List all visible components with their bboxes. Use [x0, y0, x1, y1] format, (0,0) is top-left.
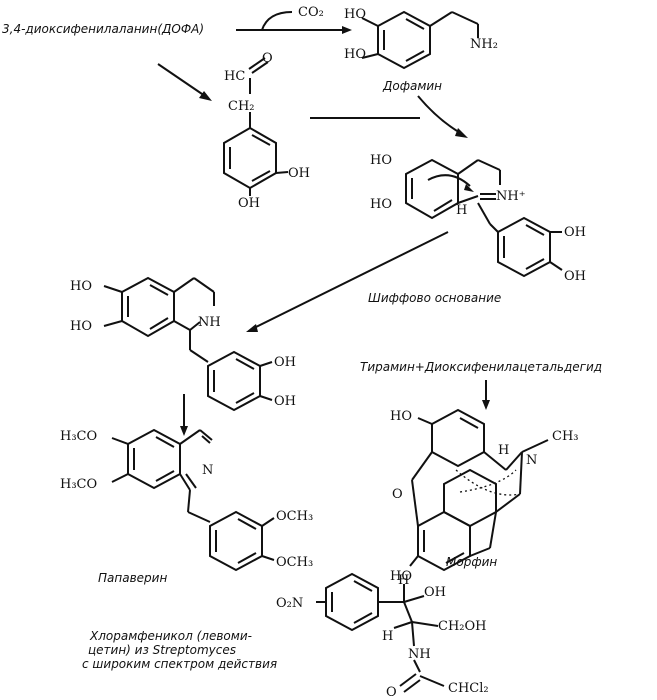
chloramphenicol-label-1: Хлорамфеникол (левоми- — [89, 629, 252, 643]
cyclization-arrow — [246, 231, 449, 332]
dopamine-structure — [361, 10, 479, 70]
chloramphenicol-o2n: O₂N — [276, 596, 303, 611]
thiq-ho-2: HO — [70, 319, 92, 334]
dopamine-nh2: NH₂ — [470, 37, 498, 52]
chloramphenicol-oh: OH — [424, 585, 446, 600]
schiff-ho-2: HO — [370, 197, 392, 212]
chloramphenicol-label-2: цетин) из Streptomyces — [88, 643, 236, 657]
methylation-arrow — [180, 394, 188, 436]
schiff-nh-plus: NH⁺ — [496, 189, 526, 204]
papaverine-och3-1: OCH₃ — [276, 509, 313, 524]
morphine-ho-2: HO — [390, 569, 412, 584]
thiq-oh-2: OH — [274, 394, 296, 409]
chloramphenicol-chcl2: CHCl₂ — [448, 681, 489, 696]
dopamine-label: Дофамин — [382, 79, 442, 93]
chloramphenicol-structure — [316, 572, 445, 693]
chloramphenicol-h-2: H — [382, 629, 393, 644]
condensation-arrow — [310, 95, 468, 138]
tyramine-label: Тирамин+Диоксифенилацетальдегид — [360, 360, 602, 374]
morphine-o: O — [392, 487, 403, 502]
chloramphenicol-ch2oh: CH₂OH — [438, 619, 487, 634]
papaverine-structure — [111, 428, 275, 572]
dopamine-ho-1: HO — [344, 7, 366, 22]
aldehyde-hc: HC — [224, 69, 245, 84]
morphine-structure — [409, 408, 549, 572]
aldehyde-arrow — [157, 63, 212, 101]
schiff-oh-2: OH — [564, 269, 586, 284]
papaverine-h3co-2: H₃CO — [60, 477, 97, 492]
dopamine-ho-2: HO — [344, 47, 366, 62]
papaverine-h3co-1: H₃CO — [60, 429, 97, 444]
schiff-oh-1: OH — [564, 225, 586, 240]
co2-label: CO₂ — [298, 5, 324, 20]
morphine-ho-1: HO — [390, 409, 412, 424]
chloramphenicol-nh: NH — [408, 647, 431, 662]
thiq-oh-1: OH — [274, 355, 296, 370]
aldehyde-ch2: CH₂ — [228, 99, 255, 114]
morphine-n: N — [526, 453, 537, 468]
chloramphenicol-o: O — [386, 685, 397, 700]
schiff-base-label: Шиффово основание — [368, 291, 501, 305]
dopa-label: 3,4-диоксифенилаланин(ДОФА) — [2, 22, 204, 36]
tetrahydroisoquinoline-structure — [103, 276, 273, 412]
schiff-ho-1: HO — [370, 153, 392, 168]
decarboxylation-arrow — [236, 11, 352, 34]
chloramphenicol-h-1: H — [398, 573, 409, 588]
morphine-ch3: CH₃ — [552, 429, 579, 444]
schiff-base-structure — [405, 158, 563, 278]
chloramphenicol-label-3: с широким спектром действия — [82, 657, 277, 671]
thiq-nh: NH — [198, 315, 221, 330]
aldehyde-oh-1: OH — [288, 166, 310, 181]
schiff-h: H — [456, 203, 467, 218]
thiq-ho-1: HO — [70, 279, 92, 294]
morphine-arrow — [482, 380, 490, 410]
morphine-h: H — [498, 443, 509, 458]
papaverine-label: Папаверин — [98, 571, 167, 585]
papaverine-och3-2: OCH₃ — [276, 555, 313, 570]
aldehyde-structure — [223, 57, 289, 196]
aldehyde-oh-2: OH — [238, 196, 260, 211]
papaverine-n: N — [202, 463, 213, 478]
morphine-label: Морфин — [446, 555, 497, 569]
aldehyde-o: O — [262, 51, 273, 66]
